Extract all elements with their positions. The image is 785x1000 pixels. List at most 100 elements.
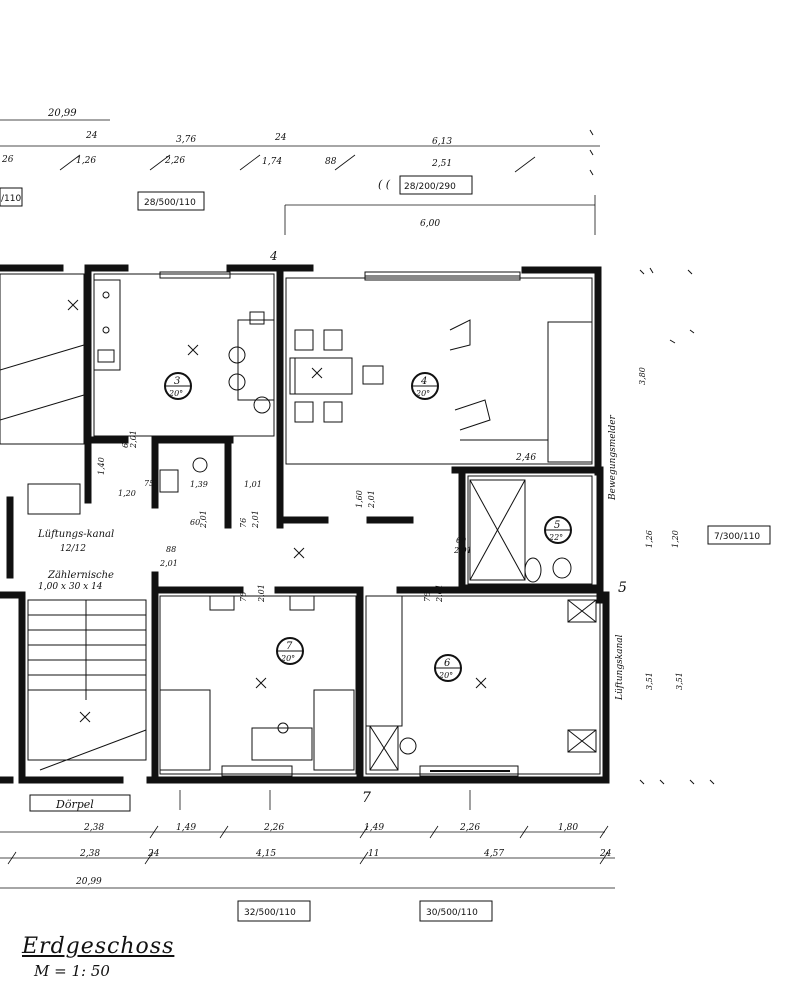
- kitchen-furniture: [93, 279, 275, 414]
- annotation-lueftungskanal-right: Lüftungskanal: [615, 634, 625, 701]
- window-label-3: 7/300/110: [714, 532, 760, 542]
- inner-dimension-labels: 1,40 1,20 60 2,01 75 1,39 1,01 60 2,01 7…: [97, 430, 536, 603]
- annotation-lueftungskanal-size: 12/12: [60, 544, 86, 554]
- svg-text:5: 5: [554, 520, 560, 531]
- svg-text:76: 76: [239, 592, 248, 602]
- svg-text:20°: 20°: [280, 654, 295, 663]
- svg-text:60: 60: [456, 536, 466, 545]
- svg-text:6: 6: [444, 658, 451, 669]
- dim-top-8: 2,26: [164, 156, 185, 166]
- room-center-marks: [67, 299, 487, 723]
- svg-text:24: 24: [147, 849, 160, 859]
- exterior-walls: [0, 264, 610, 784]
- svg-text:1,49: 1,49: [176, 823, 196, 833]
- svg-text:2,38: 2,38: [83, 823, 104, 833]
- window-label-5: 30/500/110: [426, 908, 478, 918]
- svg-text:20°: 20°: [438, 671, 453, 680]
- svg-text:1,80: 1,80: [558, 823, 578, 833]
- margin-marks: [589, 129, 715, 785]
- room-tag-7: 7 20°: [276, 637, 304, 665]
- svg-text:2,01: 2,01: [257, 584, 266, 603]
- svg-text:3,51: 3,51: [675, 672, 684, 690]
- svg-text:60: 60: [121, 438, 130, 448]
- bathroom-fixtures: [159, 457, 572, 583]
- annotations: Lüftungs-kanal 12/12 Zählernische 1,00 x…: [37, 249, 627, 811]
- window-label-group-bottom: 32/500/110 30/500/110: [237, 900, 493, 922]
- annotation-doerpel: Dörpel: [55, 798, 94, 811]
- svg-text:2,26: 2,26: [263, 823, 284, 833]
- top-dimension-lines: [0, 119, 600, 235]
- svg-text:88: 88: [166, 545, 176, 554]
- dim-top-9: 1,74: [262, 157, 282, 167]
- dining-furniture: [289, 319, 593, 463]
- svg-text:2,01: 2,01: [159, 559, 178, 568]
- dim-top-6: 26: [1, 155, 14, 165]
- svg-text:20,99: 20,99: [75, 877, 102, 887]
- svg-text:22°: 22°: [548, 533, 563, 542]
- svg-text:11: 11: [368, 849, 379, 859]
- annotation-zaehlernische: Zählernische: [47, 570, 114, 581]
- svg-text:20°: 20°: [168, 389, 183, 398]
- svg-text:2,01: 2,01: [199, 510, 208, 529]
- svg-text:3,51: 3,51: [645, 672, 654, 690]
- annotation-lueftungskanal: Lüftungs-kanal: [37, 529, 114, 540]
- dim-top-2: 24: [85, 131, 98, 141]
- window-label-group-top: /110 28/500/110 28/200/290 ( (: [0, 175, 473, 211]
- svg-text:1,40: 1,40: [97, 457, 106, 475]
- drawing-title: Erdgeschoss: [22, 934, 175, 959]
- staircase: [27, 483, 147, 812]
- svg-text:76: 76: [423, 592, 432, 602]
- window-label-4: 32/500/110: [244, 908, 296, 918]
- window-label-1: 28/500/110: [144, 198, 196, 208]
- svg-text:4: 4: [420, 376, 427, 387]
- svg-text:2,01: 2,01: [251, 510, 260, 529]
- dim-top-5: 6,13: [432, 137, 452, 147]
- drawing-scale: M = 1: 50: [34, 962, 110, 980]
- svg-text:2,38: 2,38: [79, 849, 100, 859]
- bottom-dimension-lines: [0, 790, 615, 889]
- window-label-left: /110: [1, 194, 21, 204]
- annotation-bewegungsmelder: Bewegungsmelder: [608, 414, 618, 501]
- svg-text:1,49: 1,49: [364, 823, 384, 833]
- svg-text:( (: ( (: [378, 178, 391, 191]
- room-tags: 3 20° 4 20° 5 22° 6 20° 7 20°: [164, 372, 572, 682]
- svg-text:1,60: 1,60: [355, 490, 364, 508]
- window-label-2: 28/200/290: [404, 182, 456, 192]
- right-dimension-labels: 3,80 1,26 1,20 3,51 3,51 7/300/110: [638, 367, 771, 690]
- dim-top-10: 88: [325, 157, 337, 167]
- dim-top-12: 6,00: [420, 219, 440, 229]
- dim-top-1: 20,99: [47, 108, 77, 119]
- svg-text:76: 76: [239, 518, 248, 528]
- bottom-dimension-labels: 2,38 1,49 2,26 1,49 2,26 1,80 2,38 24 4,…: [75, 823, 612, 887]
- bedroom-furniture: [159, 595, 597, 771]
- svg-text:24: 24: [599, 849, 612, 859]
- dim-top-11: 2,51: [431, 159, 452, 169]
- svg-text:1,39: 1,39: [190, 480, 208, 489]
- svg-text:2,26: 2,26: [459, 823, 480, 833]
- svg-text:1,26: 1,26: [645, 530, 654, 548]
- top-dimension-labels: 20,99 24 3,76 24 6,13 26 1,26 2,26 1,74 …: [1, 108, 452, 229]
- interior-walls: [0, 264, 604, 784]
- dim-top-7: 1,26: [76, 156, 96, 166]
- axis-label-5: 5: [618, 580, 627, 596]
- svg-text:3,80: 3,80: [638, 367, 647, 385]
- svg-text:2,01: 2,01: [453, 546, 472, 555]
- svg-text:2,01: 2,01: [435, 584, 444, 603]
- svg-text:20°: 20°: [415, 389, 430, 398]
- svg-text:2,46: 2,46: [515, 453, 536, 463]
- svg-text:2,01: 2,01: [129, 430, 138, 449]
- axis-label-7: 7: [362, 790, 371, 806]
- svg-text:7: 7: [286, 641, 293, 652]
- dim-top-4: 24: [274, 133, 287, 143]
- svg-text:4,57: 4,57: [483, 849, 504, 859]
- window-room-4: [159, 271, 521, 777]
- dim-top-3: 3,76: [176, 135, 196, 145]
- svg-text:3: 3: [174, 376, 180, 387]
- svg-text:2,01: 2,01: [367, 490, 376, 509]
- room-tag-3: 3 20°: [164, 372, 192, 400]
- svg-text:75: 75: [144, 479, 154, 488]
- svg-text:1,20: 1,20: [671, 530, 680, 548]
- svg-text:60: 60: [190, 518, 200, 527]
- axis-label-4: 4: [269, 249, 278, 263]
